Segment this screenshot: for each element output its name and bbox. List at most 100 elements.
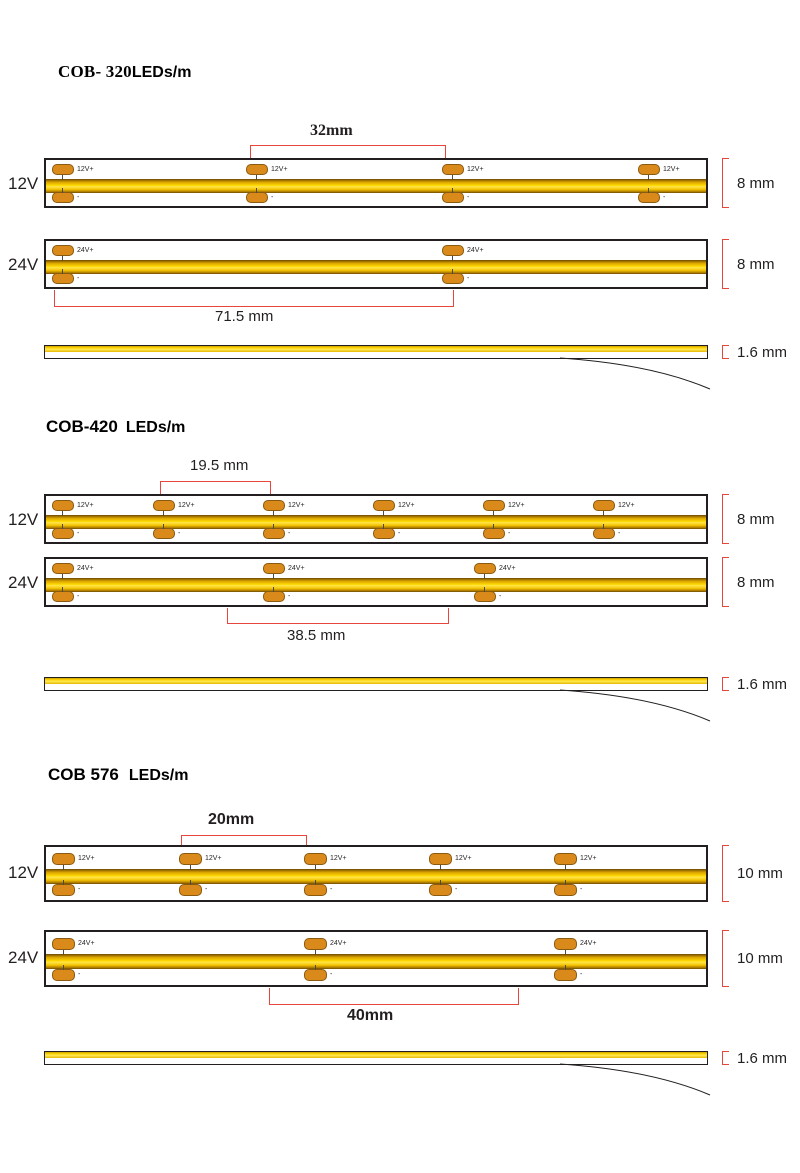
solder-pad-negative (52, 528, 74, 539)
pad-tick (163, 524, 164, 529)
pad-tick (62, 188, 63, 193)
solder-pad-positive-label: 12V+ (78, 855, 95, 862)
solder-pad-positive (52, 938, 75, 950)
thickness-label: 1.6 mm (737, 676, 788, 693)
voltage-label-12v: 12V (8, 174, 39, 193)
pad-tick (273, 587, 274, 592)
pad-tick (63, 880, 64, 885)
solder-pad-positive (638, 164, 660, 175)
solder-pad-negative (246, 192, 268, 203)
cob-emitter-strip (46, 578, 706, 592)
pad-tick (62, 587, 63, 592)
solder-pad-positive (263, 563, 285, 574)
solder-pad-positive (373, 500, 395, 511)
width-bracket-24v (722, 930, 729, 987)
pad-tick (63, 865, 64, 870)
pad-tick (383, 511, 384, 516)
pad-tick (315, 950, 316, 955)
side-profile-tail-curve (559, 1063, 711, 1096)
solder-pad-negative (554, 884, 577, 896)
solder-pad-positive (52, 500, 74, 511)
pad-tick (452, 188, 453, 193)
pad-tick (163, 511, 164, 516)
solder-pad-positive (442, 164, 464, 175)
pad-tick (256, 175, 257, 180)
dimension-bracket-pitch-12v (160, 481, 271, 496)
solder-pad-negative (442, 192, 464, 203)
side-profile-emitter (45, 678, 707, 684)
solder-pad-negative-label: - (580, 971, 583, 978)
width-bracket-12v (722, 158, 729, 208)
side-profile-emitter (45, 346, 707, 352)
solder-pad-positive-label: 12V+ (580, 855, 597, 862)
solder-pad-positive-label: 12V+ (398, 502, 415, 509)
dimension-label-pitch-24v: 38.5 mm (287, 627, 346, 644)
solder-pad-positive-label: 24V+ (580, 940, 597, 947)
solder-pad-positive-label: 24V+ (288, 565, 305, 572)
solder-pad-positive-label: 12V+ (271, 166, 288, 173)
section-title-model: COB- 320 (58, 62, 132, 81)
solder-pad-negative (474, 591, 496, 602)
solder-pad-negative (304, 884, 327, 896)
led-strip-24v: 24V+ - 24V+ - 24V+ - (44, 930, 708, 987)
solder-pad-negative-label: - (663, 194, 666, 201)
solder-pad-negative-label: - (467, 275, 470, 282)
solder-pad-negative (52, 273, 74, 284)
solder-pad-positive-label: 12V+ (618, 502, 635, 509)
side-profile-tail-curve (559, 689, 711, 722)
side-profile-view (44, 345, 708, 359)
side-profile-view (44, 1051, 708, 1065)
solder-pad-negative (429, 884, 452, 896)
pad-tick (190, 880, 191, 885)
pad-tick (62, 256, 63, 261)
width-bracket-24v (722, 557, 729, 607)
dimension-bracket-pitch-24v (269, 988, 519, 1005)
solder-pad-positive (474, 563, 496, 574)
solder-pad-negative (483, 528, 505, 539)
pad-tick (452, 269, 453, 274)
pad-tick (565, 865, 566, 870)
solder-pad-negative-label: - (398, 530, 401, 537)
pad-tick (648, 175, 649, 180)
cob-emitter-strip (46, 260, 706, 274)
voltage-label-24v: 24V (8, 948, 39, 967)
solder-pad-negative-label: - (271, 194, 274, 201)
solder-pad-negative-label: - (78, 971, 81, 978)
solder-pad-positive-label: 24V+ (330, 940, 347, 947)
solder-pad-negative-label: - (77, 275, 80, 282)
solder-pad-positive-label: 24V+ (77, 565, 94, 572)
solder-pad-negative-label: - (77, 530, 80, 537)
solder-pad-negative-label: - (455, 886, 458, 893)
solder-pad-negative-label: - (178, 530, 181, 537)
section-title-unit: LEDs/m (125, 419, 186, 436)
solder-pad-negative-label: - (205, 886, 208, 893)
solder-pad-positive (554, 938, 577, 950)
solder-pad-negative-label: - (288, 593, 291, 600)
solder-pad-negative-label: - (77, 593, 80, 600)
pad-tick (315, 880, 316, 885)
solder-pad-negative (52, 192, 74, 203)
pad-tick (493, 524, 494, 529)
thickness-label: 1.6 mm (737, 1050, 788, 1067)
solder-pad-negative-label: - (467, 194, 470, 201)
solder-pad-positive (304, 853, 327, 865)
solder-pad-positive (153, 500, 175, 511)
solder-pad-negative (304, 969, 327, 981)
thickness-bracket (722, 1051, 729, 1065)
led-strip-12v: 12V+ - 12V+ - 12V+ - 12V+ - (44, 158, 708, 208)
pad-tick (452, 175, 453, 180)
solder-pad-positive-label: 12V+ (178, 502, 195, 509)
pad-tick (484, 587, 485, 592)
pad-tick (440, 865, 441, 870)
solder-pad-negative-label: - (330, 971, 333, 978)
dimension-bracket-pitch-12v (250, 145, 446, 163)
pad-tick (62, 511, 63, 516)
solder-pad-negative-label: - (330, 886, 333, 893)
solder-pad-negative-label: - (499, 593, 502, 600)
solder-pad-negative (263, 528, 285, 539)
solder-pad-positive (304, 938, 327, 950)
pad-tick (62, 269, 63, 274)
